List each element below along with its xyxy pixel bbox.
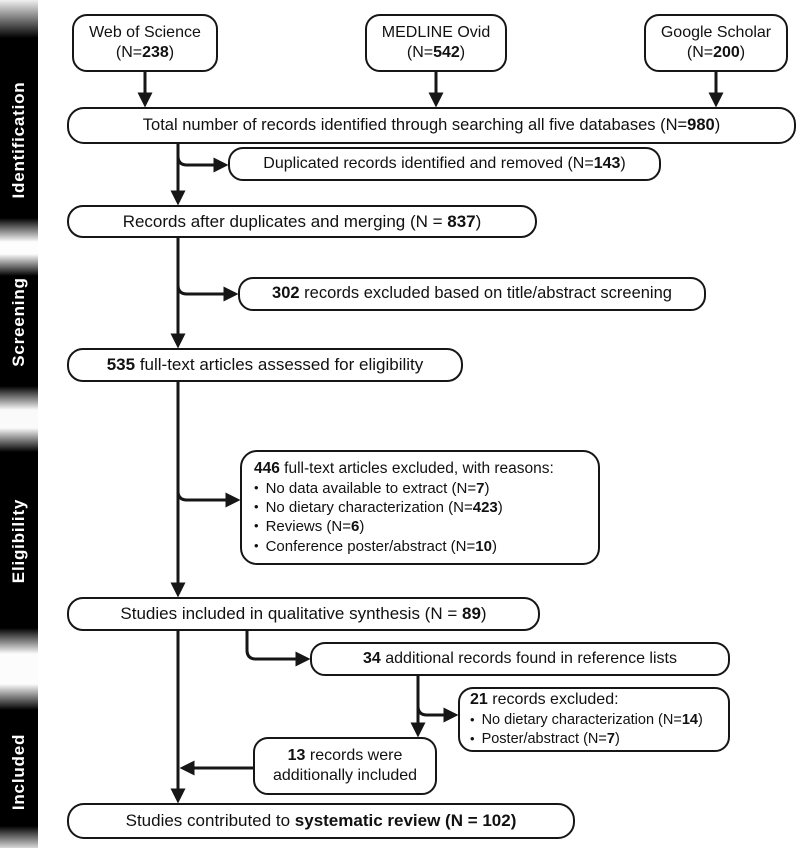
- box-final-systematic-review: Studies contributed to systematic review…: [67, 803, 575, 839]
- bullet-icon: •: [254, 537, 259, 553]
- source-name: Web of Science: [89, 23, 201, 41]
- box-fulltext-assessed: 535 full-text articles assessed for elig…: [67, 348, 463, 382]
- source-name: Google Scholar: [660, 23, 772, 41]
- box-text: Total number of records identified throu…: [142, 115, 721, 134]
- box-additionally-included: 13 records were additionally included: [253, 737, 437, 795]
- box-qualitative-synthesis: Studies included in qualitative synthesi…: [67, 597, 540, 631]
- reason-text: Poster/abstract (N=7): [481, 730, 620, 747]
- exclusion-reason: • Conference poster/abstract (N=10): [254, 537, 497, 556]
- source-name: MEDLINE Ovid: [381, 23, 491, 41]
- reason-text: No dietary characterization (N=423): [265, 499, 503, 517]
- bullet-icon: •: [254, 499, 259, 515]
- source-count: (N=238): [115, 44, 175, 61]
- arrow-branch-446: [176, 390, 241, 508]
- box-text: 302 records excluded based on title/abst…: [272, 284, 672, 303]
- arrow-branch-302: [176, 244, 239, 302]
- box-text: Duplicated records identified and remove…: [263, 154, 626, 172]
- reason-text: No dietary characterization (N=14): [481, 711, 703, 728]
- box-excluded-title-abstract: 302 records excluded based on title/abst…: [238, 277, 706, 311]
- box-total-records-identified: Total number of records identified throu…: [67, 107, 796, 144]
- source-count: (N=200): [686, 44, 746, 61]
- box-source-medline-ovid: MEDLINE Ovid (N=542): [365, 14, 507, 72]
- bullet-icon: •: [254, 480, 259, 496]
- box-text: Studies included in qualitative synthesi…: [120, 604, 487, 624]
- box-text: 13 records were: [287, 746, 403, 764]
- box-source-web-of-science: Web of Science (N=238): [72, 14, 218, 72]
- exclusion-reason: • No data available to extract (N=7): [254, 479, 489, 498]
- box-additional-reference-lists: 34 additional records found in reference…: [310, 642, 730, 676]
- box-excluded-fulltext-reasons: 446 full-text articles excluded, with re…: [240, 450, 600, 565]
- exclusion-title: 21 records excluded:: [470, 691, 619, 709]
- exclusion-reason: • Poster/abstract (N=7): [470, 730, 620, 749]
- bullet-icon: •: [470, 730, 475, 746]
- phase-sidebar: Identification Screening Eligibility Inc…: [0, 0, 38, 848]
- exclusion-reason: • No dietary characterization (N=423): [254, 498, 503, 517]
- arrow-branch-duplicates: [176, 148, 229, 173]
- arrow-branch-21: [416, 682, 459, 723]
- reason-text: No data available to extract (N=7): [265, 480, 490, 498]
- box-duplicates-removed: Duplicated records identified and remove…: [228, 147, 661, 181]
- box-text: 535 full-text articles assessed for elig…: [106, 355, 424, 375]
- exclusion-reason: • No dietary characterization (N=14): [470, 711, 703, 730]
- bullet-icon: •: [254, 518, 259, 534]
- bullet-icon: •: [470, 711, 475, 727]
- box-excluded-reference-records: 21 records excluded: • No dietary charac…: [458, 687, 730, 752]
- box-text: Records after duplicates and merging (N …: [122, 211, 482, 231]
- reason-text: Reviews (N=6): [265, 518, 365, 536]
- reason-text: Conference poster/abstract (N=10): [265, 537, 497, 555]
- box-text: 34 additional records found in reference…: [363, 649, 677, 667]
- box-records-after-duplicates: Records after duplicates and merging (N …: [67, 205, 537, 238]
- box-source-google-scholar: Google Scholar (N=200): [644, 14, 788, 72]
- box-text: Studies contributed to systematic review…: [125, 811, 517, 831]
- exclusion-title: 446 full-text articles excluded, with re…: [254, 460, 554, 478]
- exclusion-reason: • Reviews (N=6): [254, 517, 364, 536]
- source-count: (N=542): [406, 44, 466, 61]
- arrow-branch-34: [245, 631, 311, 667]
- box-text: additionally included: [272, 767, 418, 784]
